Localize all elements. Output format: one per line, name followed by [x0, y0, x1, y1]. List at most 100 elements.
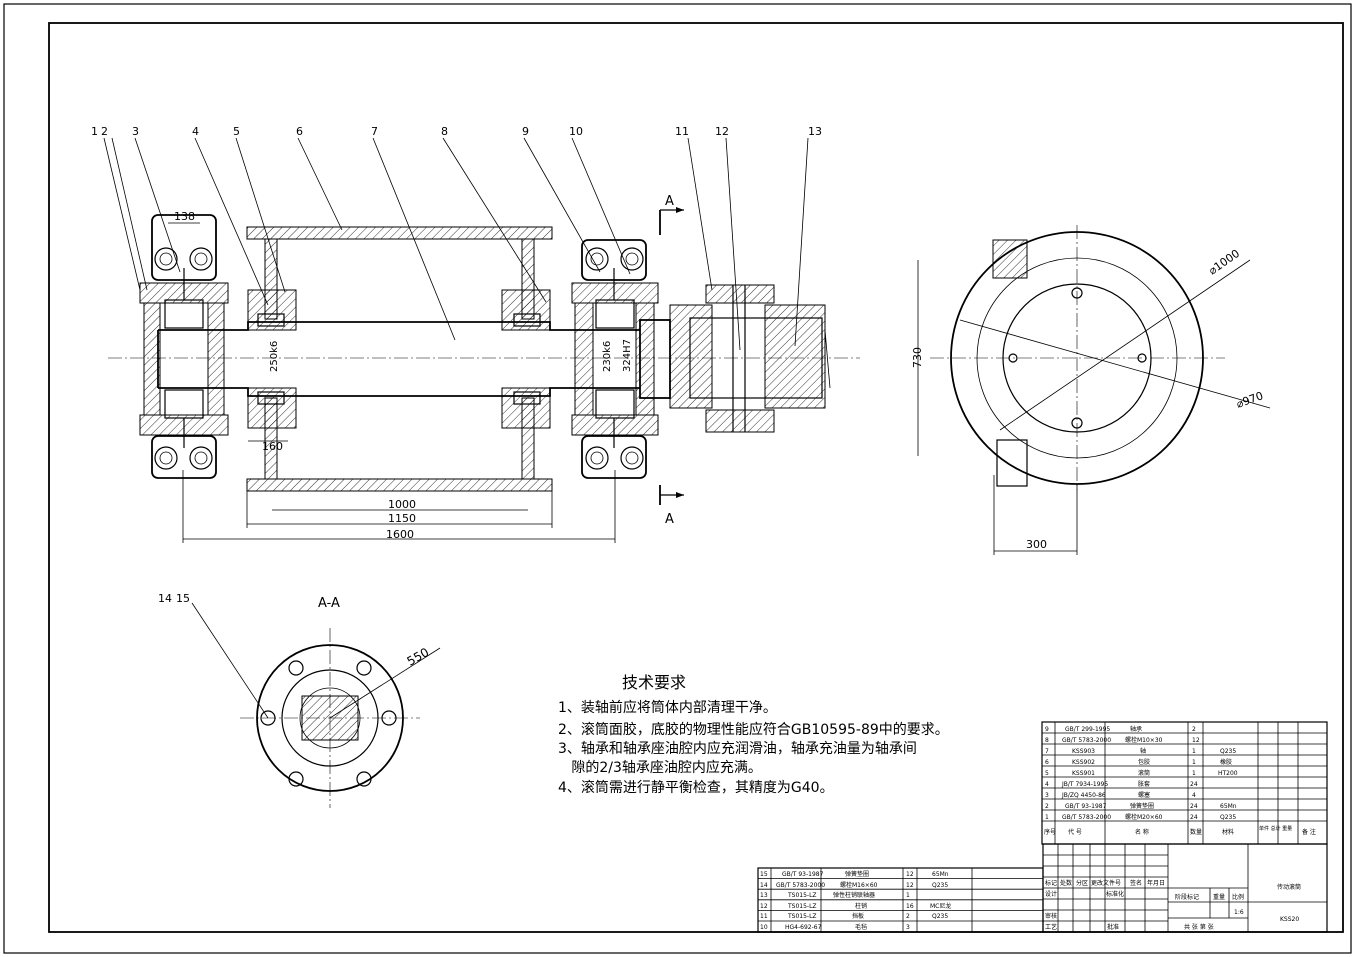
label-9: 9 [522, 125, 529, 138]
dim-dia1000: ⌀1000 [1206, 247, 1242, 278]
tb-weight: 重量 [1213, 893, 1225, 901]
svg-text:9: 9 [1045, 726, 1049, 733]
label-3: 3 [132, 125, 139, 138]
svg-text:JB/T 7934-1995: JB/T 7934-1995 [1061, 781, 1108, 788]
tb-date: 年月日 [1147, 879, 1165, 887]
svg-text:14: 14 [760, 882, 768, 889]
svg-text:橡胶: 橡胶 [1220, 758, 1232, 766]
svg-text:GB/T 299-1995: GB/T 299-1995 [1065, 726, 1110, 733]
svg-text:24: 24 [1190, 781, 1198, 788]
svg-text:KSS902: KSS902 [1072, 759, 1095, 766]
svg-text:3: 3 [906, 924, 910, 931]
svg-text:GB/T 5783-2000: GB/T 5783-2000 [1062, 737, 1111, 744]
svg-text:数量: 数量 [1190, 828, 1202, 836]
svg-text:GB/T 5783-2000: GB/T 5783-2000 [776, 882, 825, 889]
svg-text:代 号: 代 号 [1068, 828, 1082, 836]
svg-text:Q235: Q235 [1220, 748, 1236, 755]
svg-text:GB/T 93-1987: GB/T 93-1987 [782, 871, 824, 878]
svg-text:HT200: HT200 [1218, 770, 1238, 777]
tb-name: 传动滚筒 [1277, 883, 1301, 891]
svg-text:螺栓M16×60: 螺栓M16×60 [840, 881, 878, 889]
svg-text:16: 16 [906, 903, 914, 910]
tb-code: KSS20 [1280, 916, 1299, 923]
dim-138: 138 [174, 210, 195, 223]
label-15: 15 [176, 592, 190, 605]
tb-count: 处数 [1060, 879, 1072, 887]
dim-300: 300 [1026, 538, 1047, 551]
svg-text:弹簧垫圈: 弹簧垫圈 [1130, 802, 1154, 810]
svg-text:螺栓M10×30: 螺栓M10×30 [1125, 736, 1163, 744]
main-section-view: A A 138 160 1000 1150 1600 250k6 230k6 3… [103, 137, 860, 543]
svg-text:11: 11 [760, 913, 768, 920]
svg-text:KSS903: KSS903 [1072, 748, 1095, 755]
svg-text:5: 5 [1045, 770, 1049, 777]
svg-text:TS015-LZ: TS015-LZ [787, 903, 817, 910]
label-11: 11 [675, 125, 689, 138]
tb-sign: 签名 [1130, 879, 1142, 887]
svg-text:螺塞: 螺塞 [1138, 791, 1150, 799]
title-block [1042, 843, 1328, 933]
svg-text:GB/T 93-1987: GB/T 93-1987 [1065, 803, 1107, 810]
svg-text:12: 12 [760, 903, 768, 910]
svg-text:序号: 序号 [1044, 828, 1056, 836]
label-10: 10 [569, 125, 583, 138]
tech-req-item: 4、滚筒需进行静平衡检查，其精度为G40。 [558, 780, 834, 796]
label-5: 5 [233, 125, 240, 138]
dim-730: 730 [911, 347, 924, 368]
svg-text:1: 1 [906, 892, 910, 899]
svg-text:TS015-LZ: TS015-LZ [787, 913, 817, 920]
svg-text:10: 10 [760, 924, 768, 931]
svg-text:滚筒: 滚筒 [1138, 769, 1150, 777]
label-14: 14 [158, 592, 172, 605]
svg-text:65Mn: 65Mn [932, 871, 949, 878]
bom-upper-table [1041, 721, 1328, 845]
fit-324H7: 324H7 [622, 339, 633, 372]
svg-text:胀套: 胀套 [1138, 780, 1150, 788]
label-13: 13 [808, 125, 822, 138]
svg-text:名 称: 名 称 [1135, 828, 1149, 836]
svg-text:单件 总计 重量: 单件 总计 重量 [1259, 825, 1292, 832]
tb-change: 更改文件号 [1091, 879, 1121, 887]
dim-160: 160 [262, 440, 283, 453]
svg-text:65Mn: 65Mn [1220, 803, 1237, 810]
svg-text:1: 1 [1192, 759, 1196, 766]
svg-text:13: 13 [760, 892, 768, 899]
svg-text:材料: 材料 [1222, 828, 1234, 836]
tb-sheets: 共 张 第 张 [1184, 923, 1214, 931]
side-view: 730 300 ⌀1000 ⌀970 [911, 225, 1271, 555]
svg-text:GB/T 5783-2000: GB/T 5783-2000 [1062, 814, 1111, 821]
svg-text:2: 2 [1045, 803, 1049, 810]
svg-text:7: 7 [1045, 748, 1049, 755]
dim-1150: 1150 [388, 512, 416, 525]
tb-scale: 1:6 [1234, 909, 1244, 916]
svg-text:Q235: Q235 [932, 913, 948, 920]
section-mark-top: A [665, 194, 674, 209]
svg-text:15: 15 [760, 871, 768, 878]
tb-review: 审核 [1045, 912, 1057, 920]
svg-text:2: 2 [906, 913, 910, 920]
svg-text:6: 6 [1045, 759, 1049, 766]
svg-text:轴: 轴 [1140, 747, 1146, 755]
svg-text:弹簧垫圈: 弹簧垫圈 [845, 870, 869, 878]
section-aa-view: A-A 550 [191, 596, 441, 808]
outer-border [3, 3, 1352, 954]
tech-req-item: 2、滚筒面胶，底胶的物理性能应符合GB10595-89中的要求。 [558, 722, 949, 738]
svg-text:弹性柱销联轴器: 弹性柱销联轴器 [833, 891, 875, 899]
svg-text:2: 2 [1192, 726, 1196, 733]
svg-text:24: 24 [1190, 814, 1198, 821]
tb-stage: 阶段标记 [1175, 893, 1199, 901]
section-mark-bottom: A [665, 512, 674, 527]
tb-standard: 标准化 [1106, 890, 1124, 898]
label-12: 12 [715, 125, 729, 138]
label-2: 2 [101, 125, 108, 138]
